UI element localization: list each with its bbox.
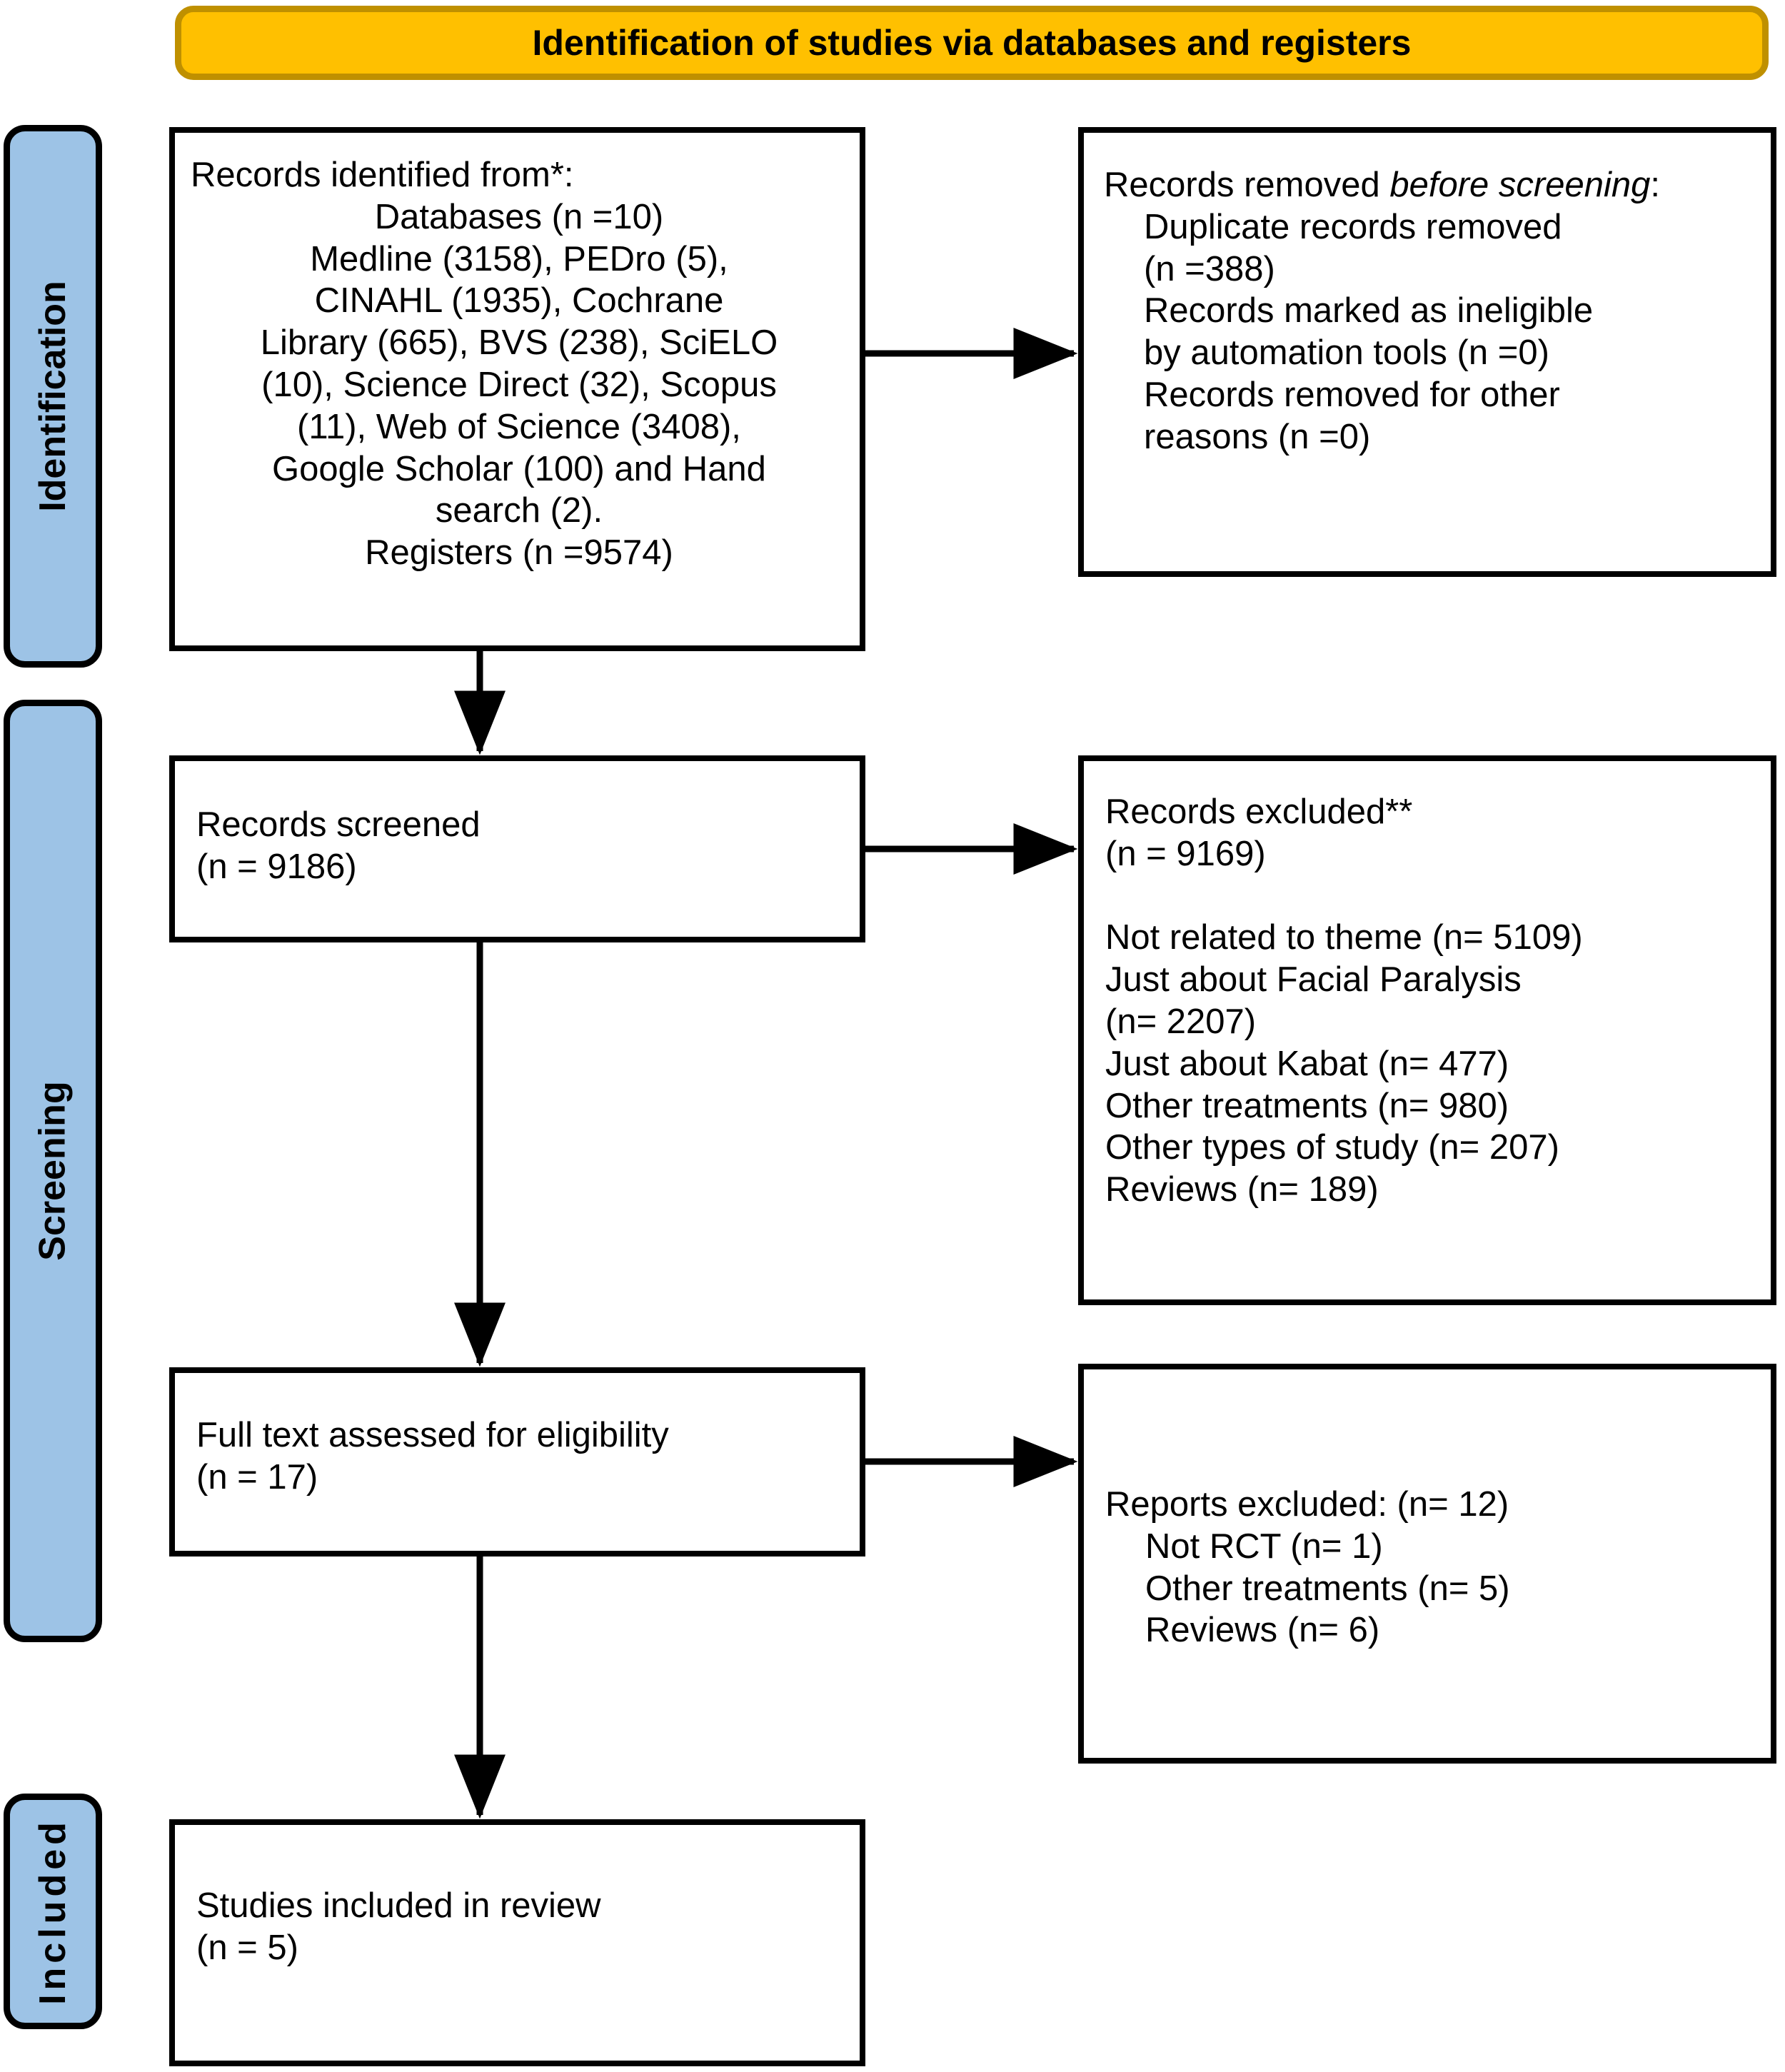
box-records-removed-before-screening: Records removed before screening: Duplic… xyxy=(1078,127,1776,577)
banner-title: Identification of studies via databases … xyxy=(532,23,1412,63)
diagram-header-banner: Identification of studies via databases … xyxy=(175,6,1769,80)
records-identified-body: Databases (n =10) Medline (3158), PEDro … xyxy=(260,197,778,573)
box-studies-included: Studies included in review (n = 5) xyxy=(169,1819,865,2066)
box-records-identified: Records identified from*:Databases (n =1… xyxy=(169,127,865,651)
box-studies-included-text: Studies included in review (n = 5) xyxy=(196,1886,601,1967)
stage-tab-identification: Identification xyxy=(4,125,102,668)
records-identified-heading: Records identified from*: xyxy=(191,156,574,194)
stage-tab-screening: Screening xyxy=(4,700,102,1642)
records-removed-heading-italic: before screening xyxy=(1389,166,1651,204)
box-full-text-assessed: Full text assessed for eligibility (n = … xyxy=(169,1367,865,1556)
records-removed-heading-post: : xyxy=(1650,166,1660,204)
box-records-screened-text: Records screened (n = 9186) xyxy=(196,805,481,886)
box-reports-excluded: Reports excluded: (n= 12) Not RCT (n= 1)… xyxy=(1078,1364,1776,1764)
box-records-identified-text: Records identified from*:Databases (n =1… xyxy=(191,154,848,574)
box-full-text-assessed-text: Full text assessed for eligibility (n = … xyxy=(196,1416,669,1497)
box-records-excluded: Records excluded** (n = 9169) Not relate… xyxy=(1078,755,1776,1305)
records-removed-heading-pre: Records removed xyxy=(1104,166,1390,204)
box-records-removed-text: Records removed before screening: Duplic… xyxy=(1104,164,1757,458)
records-removed-items: Duplicate records removed (n =388) Recor… xyxy=(1144,207,1594,456)
reports-excluded-heading: Reports excluded: (n= 12) xyxy=(1105,1485,1509,1524)
box-records-excluded-text: Records excluded** (n = 9169) Not relate… xyxy=(1105,793,1583,1209)
box-records-screened: Records screened (n = 9186) xyxy=(169,755,865,942)
reports-excluded-items: Not RCT (n= 1) Other treatments (n= 5) R… xyxy=(1145,1527,1510,1650)
stage-tab-included: Included xyxy=(4,1794,102,2029)
box-reports-excluded-text: Reports excluded: (n= 12) Not RCT (n= 1)… xyxy=(1105,1484,1769,1651)
